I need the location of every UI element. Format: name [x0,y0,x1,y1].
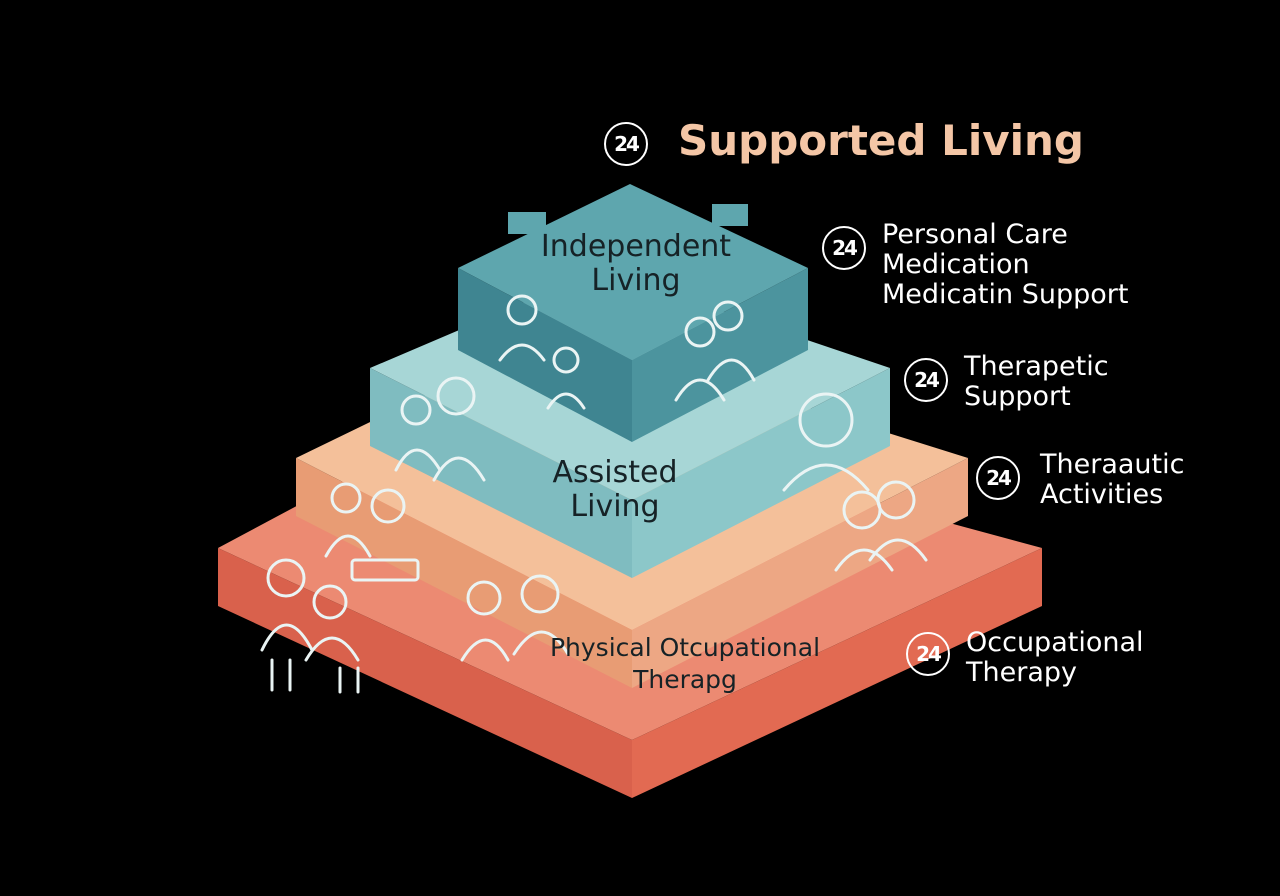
tier-label-line: Therapg [633,665,737,694]
callout-line: Theraautic [1040,449,1185,480]
elderly-couple-icon [260,558,360,694]
caregiver-icon [394,376,486,482]
diagram-title: Supported Living [678,116,1084,165]
callout-line: Support [964,381,1071,412]
woman-icon [782,392,870,492]
callout-theraautic-activities: Theraautic Activities [1040,450,1184,510]
24-hour-badge-icon: 24 [976,456,1020,500]
tier-label-line: Independent [540,229,732,264]
tier-label-independent: Independent Living [530,230,742,298]
callout-line: Therapy [966,657,1077,688]
family-icon [460,574,570,662]
24-hour-badge-icon: 24 [822,226,866,270]
tier-label-assisted: Assisted Living [520,456,710,524]
callout-line: Medicatin Support [882,279,1129,310]
24-hour-badge-icon: 24 [906,632,950,676]
24-hour-badge-icon: 24 [904,358,948,402]
callout-personal-care: Personal Care Medication Medicatin Suppo… [882,220,1128,310]
24-hour-badge-icon: 24 [604,122,648,166]
callout-line: Therapetic [964,351,1109,382]
tier-label-line: Assisted [552,455,678,490]
callout-line: Medication [882,249,1030,280]
tier-label-line: Physical Otcupational [549,633,821,662]
callout-line: Occupational [966,627,1144,658]
family-icon [674,300,756,402]
caregiver-icon [324,482,420,582]
callout-therapetic-support: Therapetic Support [964,352,1109,412]
tier-label-line: Living [570,489,660,524]
people-icon [498,294,586,410]
tier-label-base: Physical Otcupational Therapg [530,632,840,696]
tier-label-line: Living [591,263,681,298]
callout-line: Activities [1040,479,1164,510]
woman-icon [834,480,928,572]
callout-occupational-therapy: Occupational Therapy [966,628,1144,688]
callout-line: Personal Care [882,219,1068,250]
